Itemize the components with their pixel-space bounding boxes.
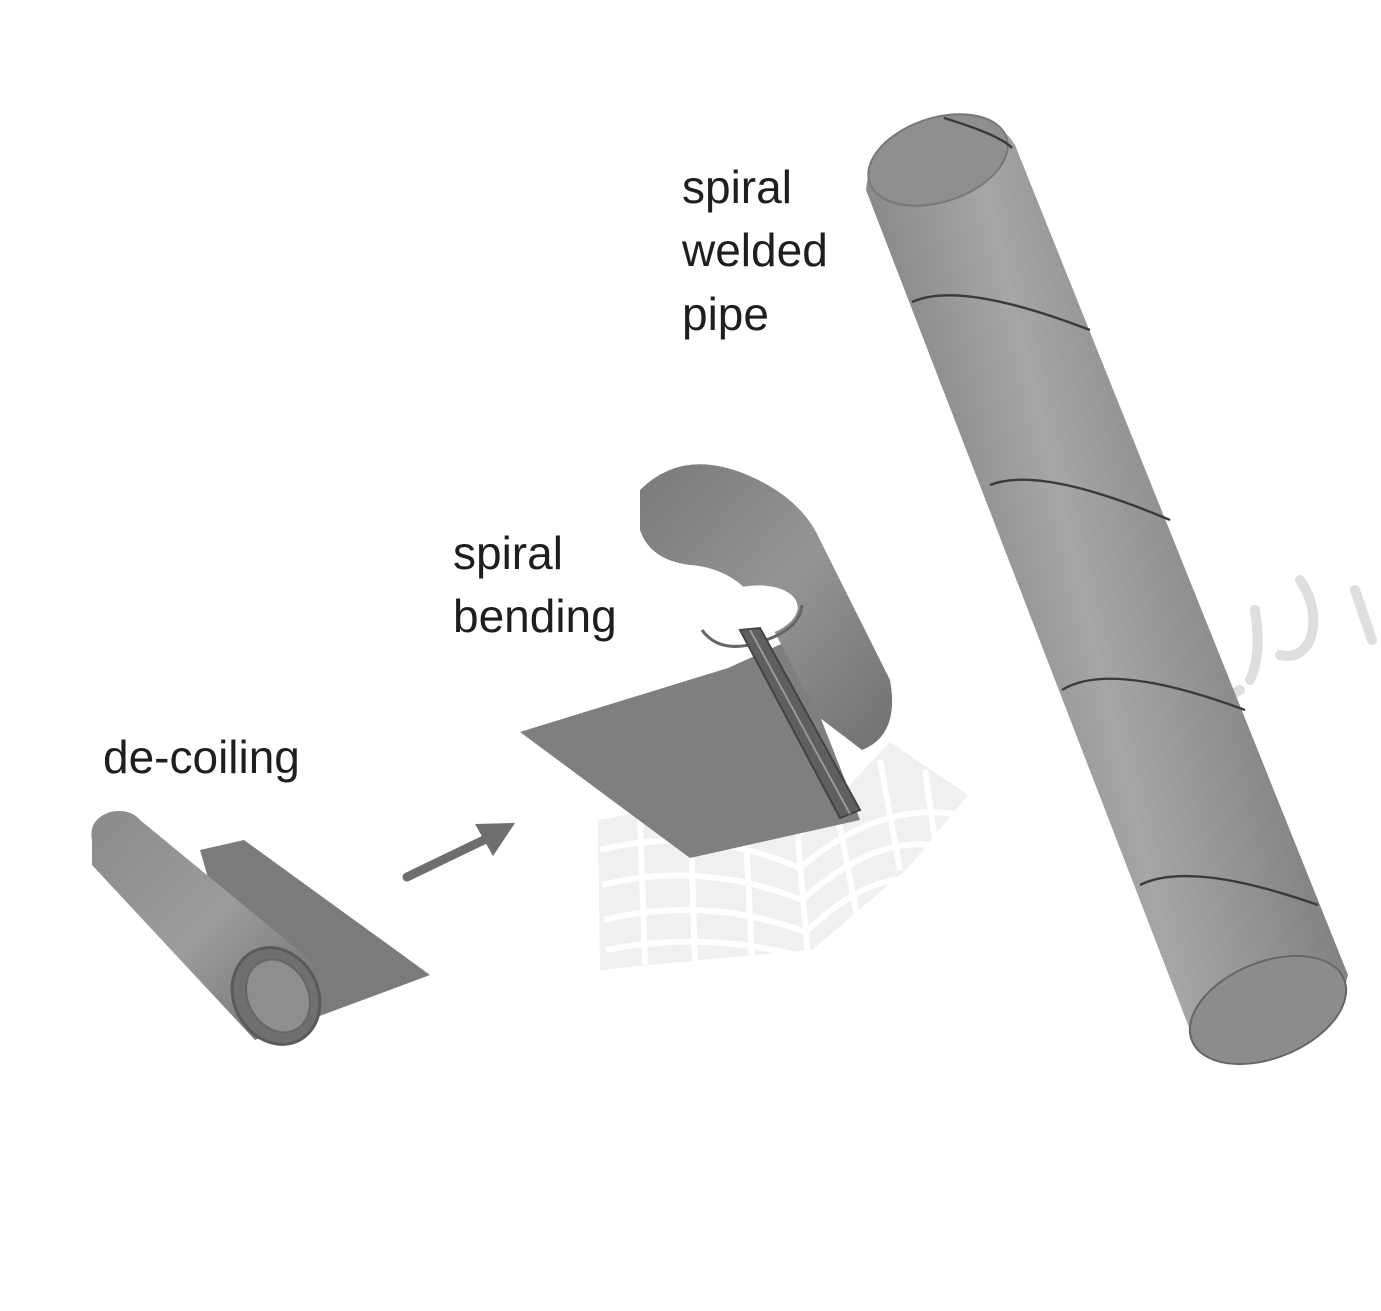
label-spiral-welded-pipe: spiral welded pipe xyxy=(682,156,828,346)
grid-book-logo-icon xyxy=(598,742,968,970)
label-pipe-line1: spiral xyxy=(682,161,792,213)
label-pipe-line2: welded xyxy=(682,224,828,277)
label-decoiling-text: de-coiling xyxy=(103,731,300,783)
label-bending-line2: bending xyxy=(453,590,617,643)
decoiling-coil xyxy=(91,811,430,1046)
label-bending-line1: spiral xyxy=(453,527,563,579)
label-decoiling: de-coiling xyxy=(103,726,300,789)
weld-seams xyxy=(911,116,1319,907)
label-spiral-bending: spiral bending xyxy=(453,522,617,649)
bending-opening xyxy=(702,585,798,639)
spiral-welded-pipe xyxy=(866,113,1348,1066)
spiral-bending-shape xyxy=(520,464,893,858)
pipe-body xyxy=(866,117,1348,1061)
label-pipe-line3: pipe xyxy=(682,287,769,340)
arrow-right-icon xyxy=(402,823,515,882)
pipe-top-end xyxy=(867,113,1009,207)
pipe-bottom-end xyxy=(1188,954,1348,1066)
